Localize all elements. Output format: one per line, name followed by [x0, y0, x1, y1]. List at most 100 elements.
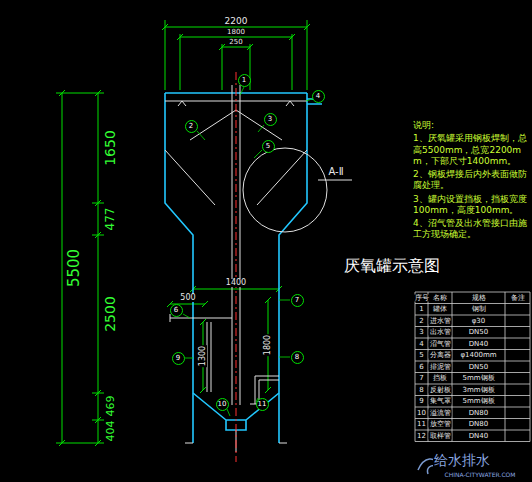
table-grid	[530, 292, 531, 442]
callout-number: 9	[172, 352, 185, 365]
dimension-line	[177, 34, 295, 90]
table-cell: 挡板	[432, 375, 448, 382]
table-cell: 沼气管	[429, 340, 452, 347]
callout-bubble: 8	[291, 351, 304, 364]
bubble-outline	[216, 398, 228, 410]
dimension-text: 477	[104, 207, 116, 232]
dimension-text: 2500	[103, 295, 117, 333]
callout-number: 6	[170, 304, 183, 317]
callout-bubble: 7	[291, 294, 304, 307]
table-grid	[415, 303, 530, 304]
dimension-line	[62, 93, 98, 443]
table-cell: DN80	[468, 409, 490, 416]
table-grid	[415, 418, 530, 419]
table-cell: DN40	[468, 340, 490, 347]
table-cell: 出水管	[429, 329, 452, 336]
table-cell: 5	[418, 352, 424, 359]
table-cell: 进水管	[429, 317, 452, 324]
table-cell: DN80	[468, 421, 490, 428]
detail-label: A-Ⅱ	[327, 167, 344, 177]
table-cell: 11	[416, 421, 427, 428]
table-grid	[505, 292, 506, 442]
table-grid	[415, 430, 530, 431]
table-grid	[415, 395, 530, 396]
table-cell: 8	[418, 386, 424, 393]
table-cell: 3	[418, 329, 424, 336]
callout-number: 4	[312, 90, 325, 103]
leader-line	[183, 87, 312, 416]
table-grid	[415, 384, 530, 385]
table-cell: 4	[418, 340, 424, 347]
center-axis	[236, 72, 237, 462]
table-cell: DN50	[468, 363, 490, 370]
dimension-text: 1400	[225, 279, 247, 287]
table-cell: 反射板	[429, 386, 452, 393]
callout-number: 5	[262, 140, 275, 153]
table-cell: 罐体	[432, 306, 448, 313]
table-cell: DN50	[468, 329, 490, 336]
callout-number: 7	[291, 294, 304, 307]
dimension-text: 250	[228, 39, 243, 46]
callout-bubble: 9	[172, 352, 185, 365]
table-cell: 3mm钢板	[461, 386, 495, 393]
dimension-line	[59, 90, 101, 446]
dimension-text: 404	[105, 420, 116, 443]
dimension-text: 2200	[224, 17, 249, 26]
table-grid	[415, 361, 530, 362]
dimension-line	[56, 93, 104, 443]
table-cell: 排泥管	[429, 363, 452, 370]
table-cell: 序号	[414, 294, 430, 301]
detail-circle	[243, 148, 327, 232]
table-grid	[415, 292, 416, 442]
watermark: 给水排水	[433, 453, 491, 467]
table-cell: 7	[418, 375, 424, 382]
dimension-text: 500	[179, 294, 196, 302]
table-cell: 分离器	[429, 352, 452, 359]
table-cell: 规格	[471, 294, 487, 301]
dimension-line	[56, 20, 310, 446]
note-text: 3、罐内设置挡板，挡板宽度100mm，高度100mm。	[413, 194, 529, 217]
note-text: 说明:	[413, 120, 529, 131]
detail-circle	[243, 148, 352, 232]
dimension-text: 1300	[199, 345, 207, 367]
callout-bubble: 10	[216, 398, 229, 411]
table-cell: 钢制	[471, 306, 487, 313]
table-grid	[415, 441, 530, 442]
drawing-title: 厌氧罐示意图	[343, 258, 441, 274]
tank-wall	[165, 93, 322, 443]
center-axis	[236, 72, 237, 462]
callout-number: 10	[216, 398, 229, 411]
note-text: 2、钢板焊接后内外表面做防腐处理。	[413, 169, 529, 192]
dimension-text: 469	[105, 395, 116, 418]
bubble-outline	[264, 113, 276, 125]
table-cell: 集气罩	[429, 398, 452, 405]
table-cell: 1	[418, 306, 424, 313]
dimension-text: 5500	[67, 248, 82, 288]
bubble-outline	[291, 351, 303, 363]
dimension-line	[265, 297, 271, 393]
table-grid	[415, 326, 530, 327]
dimension-text: 1800	[264, 334, 272, 356]
bubble-outline	[256, 398, 268, 410]
table-cell: 取样管	[429, 432, 452, 439]
table-grid	[415, 292, 530, 442]
table-cell: 备注	[510, 294, 526, 301]
dimension-line	[200, 319, 206, 393]
table-grid	[415, 372, 530, 373]
table-cell: φ30	[471, 317, 487, 324]
callout-bubble: 5	[262, 140, 275, 153]
callout-number: 2	[185, 120, 198, 133]
callout-number: 1	[238, 74, 251, 87]
dimension-text: 1800	[226, 29, 246, 36]
table-cell: 9	[418, 398, 424, 405]
table-cell: 6	[418, 363, 424, 370]
note-text: 1、厌氧罐采用钢板焊制，总高5500mm，总宽2200mm，下部尺寸1400mm…	[413, 133, 529, 167]
callout-number: 11	[256, 398, 269, 411]
table-cell: 10	[416, 409, 427, 416]
note-text: 4、沼气管及出水管接口由施工方现场确定。	[413, 218, 529, 241]
callout-bubble: 4	[312, 90, 325, 103]
table-cell: 12	[416, 432, 427, 439]
callout-bubble: 2	[185, 120, 198, 133]
table-grid	[415, 315, 530, 316]
bubble-outline	[238, 74, 250, 86]
